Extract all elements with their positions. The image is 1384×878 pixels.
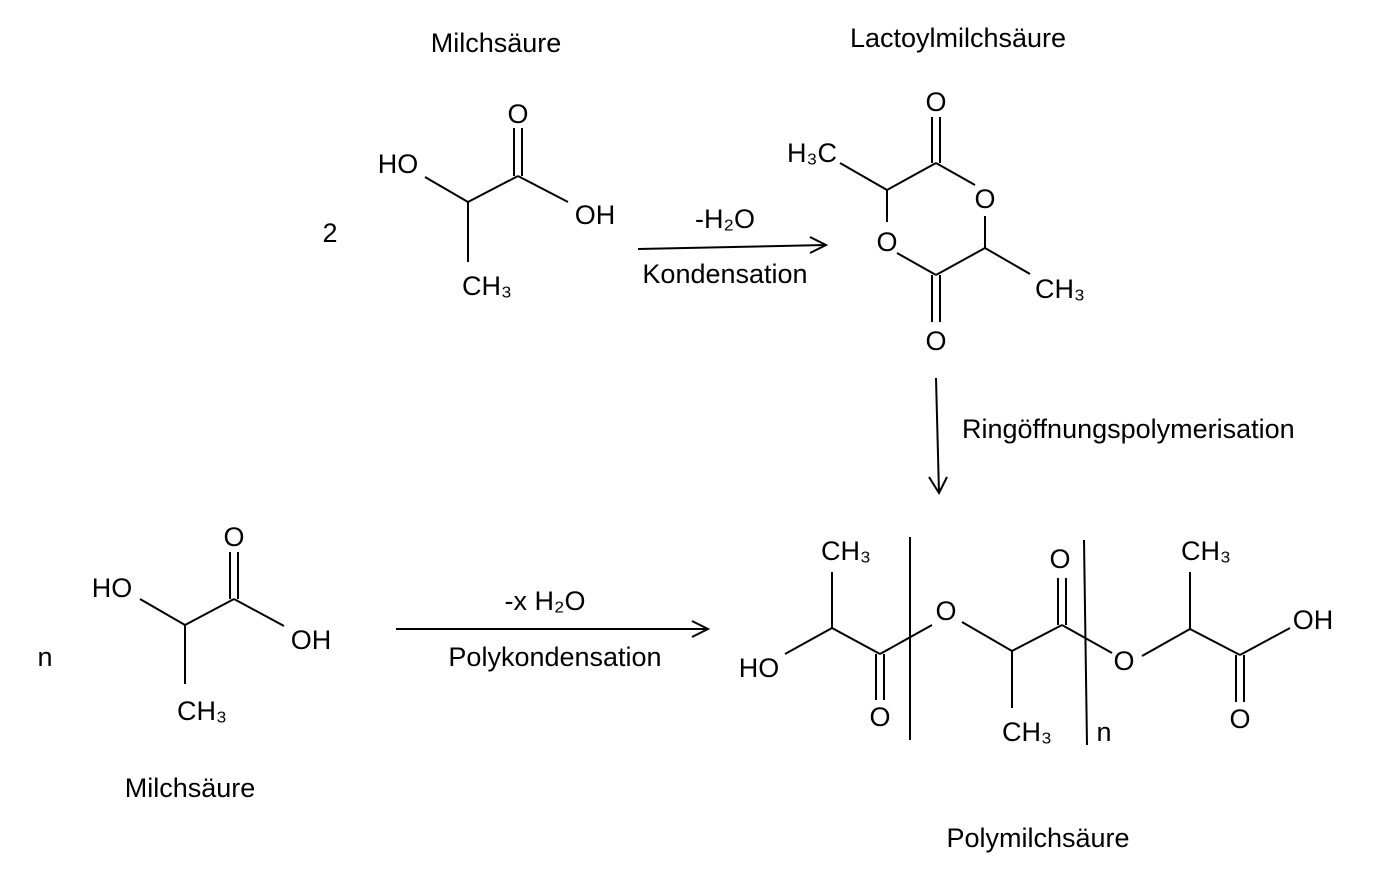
atom-o: O (925, 87, 946, 117)
atom-ho: HO (739, 653, 780, 683)
repeat-bracket-right (1083, 539, 1088, 746)
coefficient-2: 2 (322, 218, 337, 248)
title-polymilchsaeure: Polymilchsäure (946, 823, 1129, 853)
bond (517, 175, 569, 203)
atom-h3c: H₃C (787, 138, 837, 168)
arrow-ring-opening: Ringöffnungspolymerisation (928, 377, 1295, 496)
bond (467, 175, 519, 203)
bond (1239, 627, 1291, 656)
lactic-acid-top: HO O OH CH₃ (378, 99, 616, 301)
bond (784, 627, 833, 655)
atom-ch3: CH₃ (1181, 536, 1231, 566)
atom-o: O (869, 702, 890, 732)
bond (839, 162, 888, 191)
label-ringoeffnungspolymerisation: Ringöffnungspolymerisation (962, 414, 1295, 444)
coefficient-n: n (37, 642, 52, 672)
atom-ch3: CH₃ (1035, 274, 1085, 304)
label-polykondensation: Polykondensation (448, 642, 661, 672)
arrow-line (637, 244, 827, 250)
lactic-acid-bottom: HO O OH CH₃ (92, 522, 332, 726)
repeat-index-n: n (1096, 717, 1111, 747)
atom-oh: OH (575, 200, 616, 230)
atom-o: O (507, 99, 528, 129)
atom-ch3: CH₃ (462, 271, 512, 301)
ring-o-left: O (876, 227, 897, 257)
atom-ho: HO (378, 149, 419, 179)
atom-o: O (1049, 544, 1070, 574)
atom-ch3: CH₃ (1002, 717, 1052, 747)
title-top-milchsaeure: Milchsäure (431, 28, 562, 58)
atom-o: O (223, 522, 244, 552)
bond (184, 598, 235, 626)
bond (935, 162, 976, 186)
label-minus-h2o: -H₂O (695, 204, 755, 234)
arrow-condensation: -H₂O Kondensation (637, 204, 829, 289)
bond (1011, 624, 1063, 652)
bond (984, 247, 1031, 275)
arrow-head (691, 620, 711, 638)
bond (879, 624, 933, 655)
label-minus-x-h2o: -x H₂O (505, 586, 586, 616)
atom-oh: OH (291, 625, 332, 655)
bond (1061, 624, 1113, 654)
bond (886, 162, 937, 191)
atom-oh: OH (1293, 605, 1334, 635)
atom-o: O (1229, 704, 1250, 734)
atom-o: O (925, 326, 946, 356)
bond (831, 627, 881, 655)
atom-ch3: CH₃ (177, 696, 227, 726)
atom-ch3: CH₃ (821, 536, 871, 566)
title-lactoylmilchsaeure: Lactoylmilchsäure (850, 23, 1066, 53)
label-kondensation: Kondensation (642, 259, 807, 289)
bond (139, 598, 186, 626)
bond (896, 252, 937, 276)
bond (961, 621, 1013, 652)
bond (935, 247, 986, 276)
ester-o-left: O (935, 596, 956, 626)
title-bottom-milchsaeure: Milchsäure (125, 773, 256, 803)
polylactic-acid: HO CH₃ O O CH₃ O n O CH₃ O OH (739, 536, 1334, 747)
atom-ho: HO (92, 573, 133, 603)
lactide-ring: H₃C O O CH₃ O O (787, 87, 1085, 356)
arrow-polycondensation: -x H₂O Polykondensation (396, 586, 711, 672)
arrow-head (809, 236, 829, 254)
ring-o-right: O (974, 184, 995, 214)
bond (1189, 628, 1241, 656)
bond (1141, 628, 1191, 657)
arrow-line (935, 377, 940, 494)
bond (424, 176, 469, 203)
arrow-head (928, 476, 948, 496)
ester-o-right: O (1113, 646, 1134, 676)
bond (233, 598, 285, 627)
